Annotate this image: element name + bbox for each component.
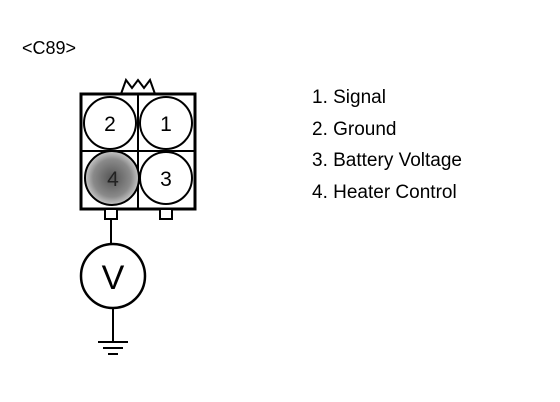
connector-bottom-tab-left (104, 208, 118, 220)
pin-cavity-3 (139, 151, 193, 205)
legend-item-pin-1: 1. Signal (312, 87, 386, 108)
pin-cavity-1 (139, 96, 193, 150)
pin-label-4: 4 (107, 168, 119, 191)
voltmeter-symbol: V (102, 259, 125, 297)
pin-cavity-2 (83, 96, 137, 150)
connector-key-tab (120, 77, 156, 95)
ground-icon (98, 341, 128, 355)
pin-label-3: 3 (160, 168, 172, 191)
pin-label-2: 2 (104, 113, 116, 136)
legend-item-pin-4: 4. Heater Control (312, 181, 457, 203)
connector-bottom-tab-right (159, 208, 173, 220)
pin-legend: 1. Signal 2. Ground 3. Battery Voltage 4… (312, 86, 462, 212)
legend-item-pin-2: 2. Ground (312, 118, 397, 140)
connector-id: <C89> (22, 38, 77, 58)
legend-item-pin-3: 3. Battery Voltage (312, 150, 462, 171)
pin-label-1: 1 (160, 113, 172, 136)
